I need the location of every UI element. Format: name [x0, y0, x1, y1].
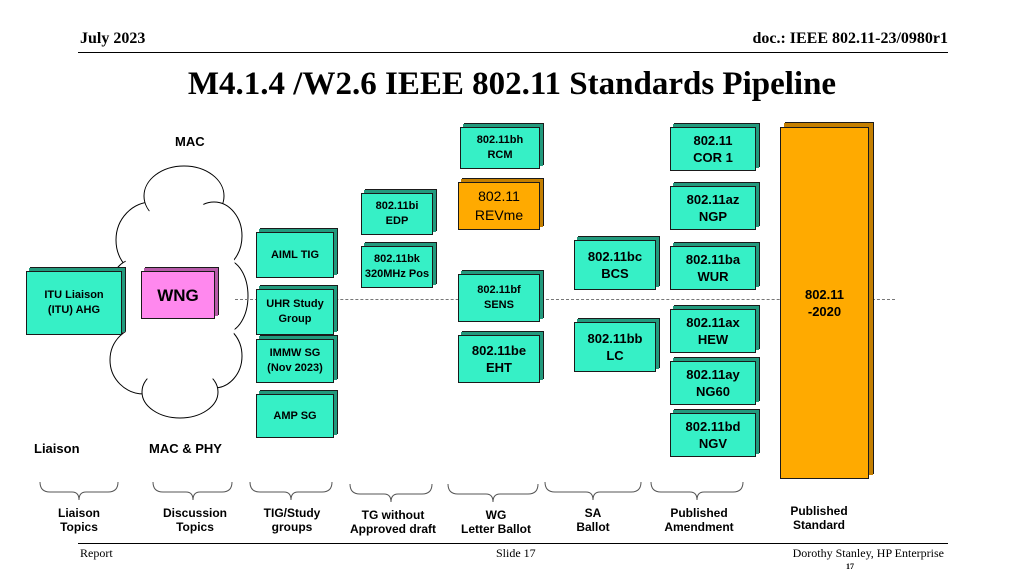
- 802-11-2020-standard-bar[interactable]: 802.11 -2020: [780, 127, 869, 479]
- uhr-study-group-box[interactable]: UHR Study Group: [256, 289, 334, 335]
- 802-11-2020-label: 802.11 -2020: [804, 287, 845, 319]
- category-published-standard: Published Standard: [790, 504, 848, 532]
- mac-phy-divider: [235, 299, 895, 300]
- immw-sg-box[interactable]: IMMW SG (Nov 2023): [256, 339, 334, 383]
- footer-author: Dorothy Stanley, HP Enterprise: [792, 546, 944, 560]
- 802-11bk-box[interactable]: 802.11bk 320MHz Pos: [361, 246, 433, 288]
- 802-11ay-box[interactable]: 802.11ay NG60: [670, 361, 756, 405]
- mac-phy-label: MAC & PHY: [149, 441, 222, 456]
- 802-11bh-box[interactable]: 802.11bh RCM: [460, 127, 540, 169]
- 802-11bb-box[interactable]: 802.11bb LC: [574, 322, 656, 372]
- 802-11be-box[interactable]: 802.11be EHT: [458, 335, 540, 383]
- 802-11az-box[interactable]: 802.11az NGP: [670, 186, 756, 230]
- category-tg-without-draft: TG without Approved draft: [349, 508, 436, 536]
- brace-icon: [650, 481, 744, 501]
- 802-11bd-box[interactable]: 802.11bd NGV: [670, 413, 756, 457]
- brace-icon: [152, 481, 233, 501]
- brace-icon: [39, 481, 119, 501]
- category-discussion-topics: Discussion Topics: [162, 506, 228, 534]
- cloud-icon: [107, 165, 249, 419]
- category-published-amendment: Published Amendment: [664, 506, 734, 534]
- itu-liaison-box[interactable]: ITU Liaison (ITU) AHG: [26, 271, 122, 335]
- footer-rule: [78, 543, 948, 544]
- header-date: July 2023: [80, 30, 146, 47]
- 802-11-revme-box[interactable]: 802.11 REVme: [458, 182, 540, 230]
- header-rule: [78, 52, 948, 53]
- 802-11ax-box[interactable]: 802.11ax HEW: [670, 309, 756, 353]
- category-tig-study-groups: TIG/Study groups: [263, 506, 321, 534]
- footer-report: Report: [80, 546, 113, 560]
- aiml-tig-box[interactable]: AIML TIG: [256, 232, 334, 278]
- brace-icon: [544, 481, 642, 501]
- category-sa-ballot: SA Ballot: [576, 506, 610, 534]
- category-wg-letter-ballot: WG Letter Ballot: [460, 508, 531, 536]
- amp-sg-box[interactable]: AMP SG: [256, 394, 334, 438]
- page-title: M4.1.4 /W2.6 IEEE 802.11 Standards Pipel…: [187, 66, 837, 102]
- 802-11ba-box[interactable]: 802.11ba WUR: [670, 246, 756, 290]
- category-liaison-topics: Liaison Topics: [57, 506, 100, 534]
- mac-label: MAC: [175, 134, 205, 149]
- footer-slide-number: Slide 17: [496, 546, 536, 560]
- brace-icon: [349, 483, 433, 503]
- 802-11bi-box[interactable]: 802.11bi EDP: [361, 193, 433, 235]
- footer-page-number: 17: [846, 562, 854, 571]
- brace-icon: [447, 483, 539, 503]
- 802-11bf-box[interactable]: 802.11bf SENS: [458, 274, 540, 322]
- 802-11-cor1-box[interactable]: 802.11 COR 1: [670, 127, 756, 171]
- 802-11bc-box[interactable]: 802.11bc BCS: [574, 240, 656, 290]
- liaison-label: Liaison: [34, 441, 80, 456]
- wng-box[interactable]: WNG: [141, 271, 215, 319]
- header-doc-number: doc.: IEEE 802.11-23/0980r1: [752, 30, 948, 47]
- brace-icon: [249, 481, 333, 501]
